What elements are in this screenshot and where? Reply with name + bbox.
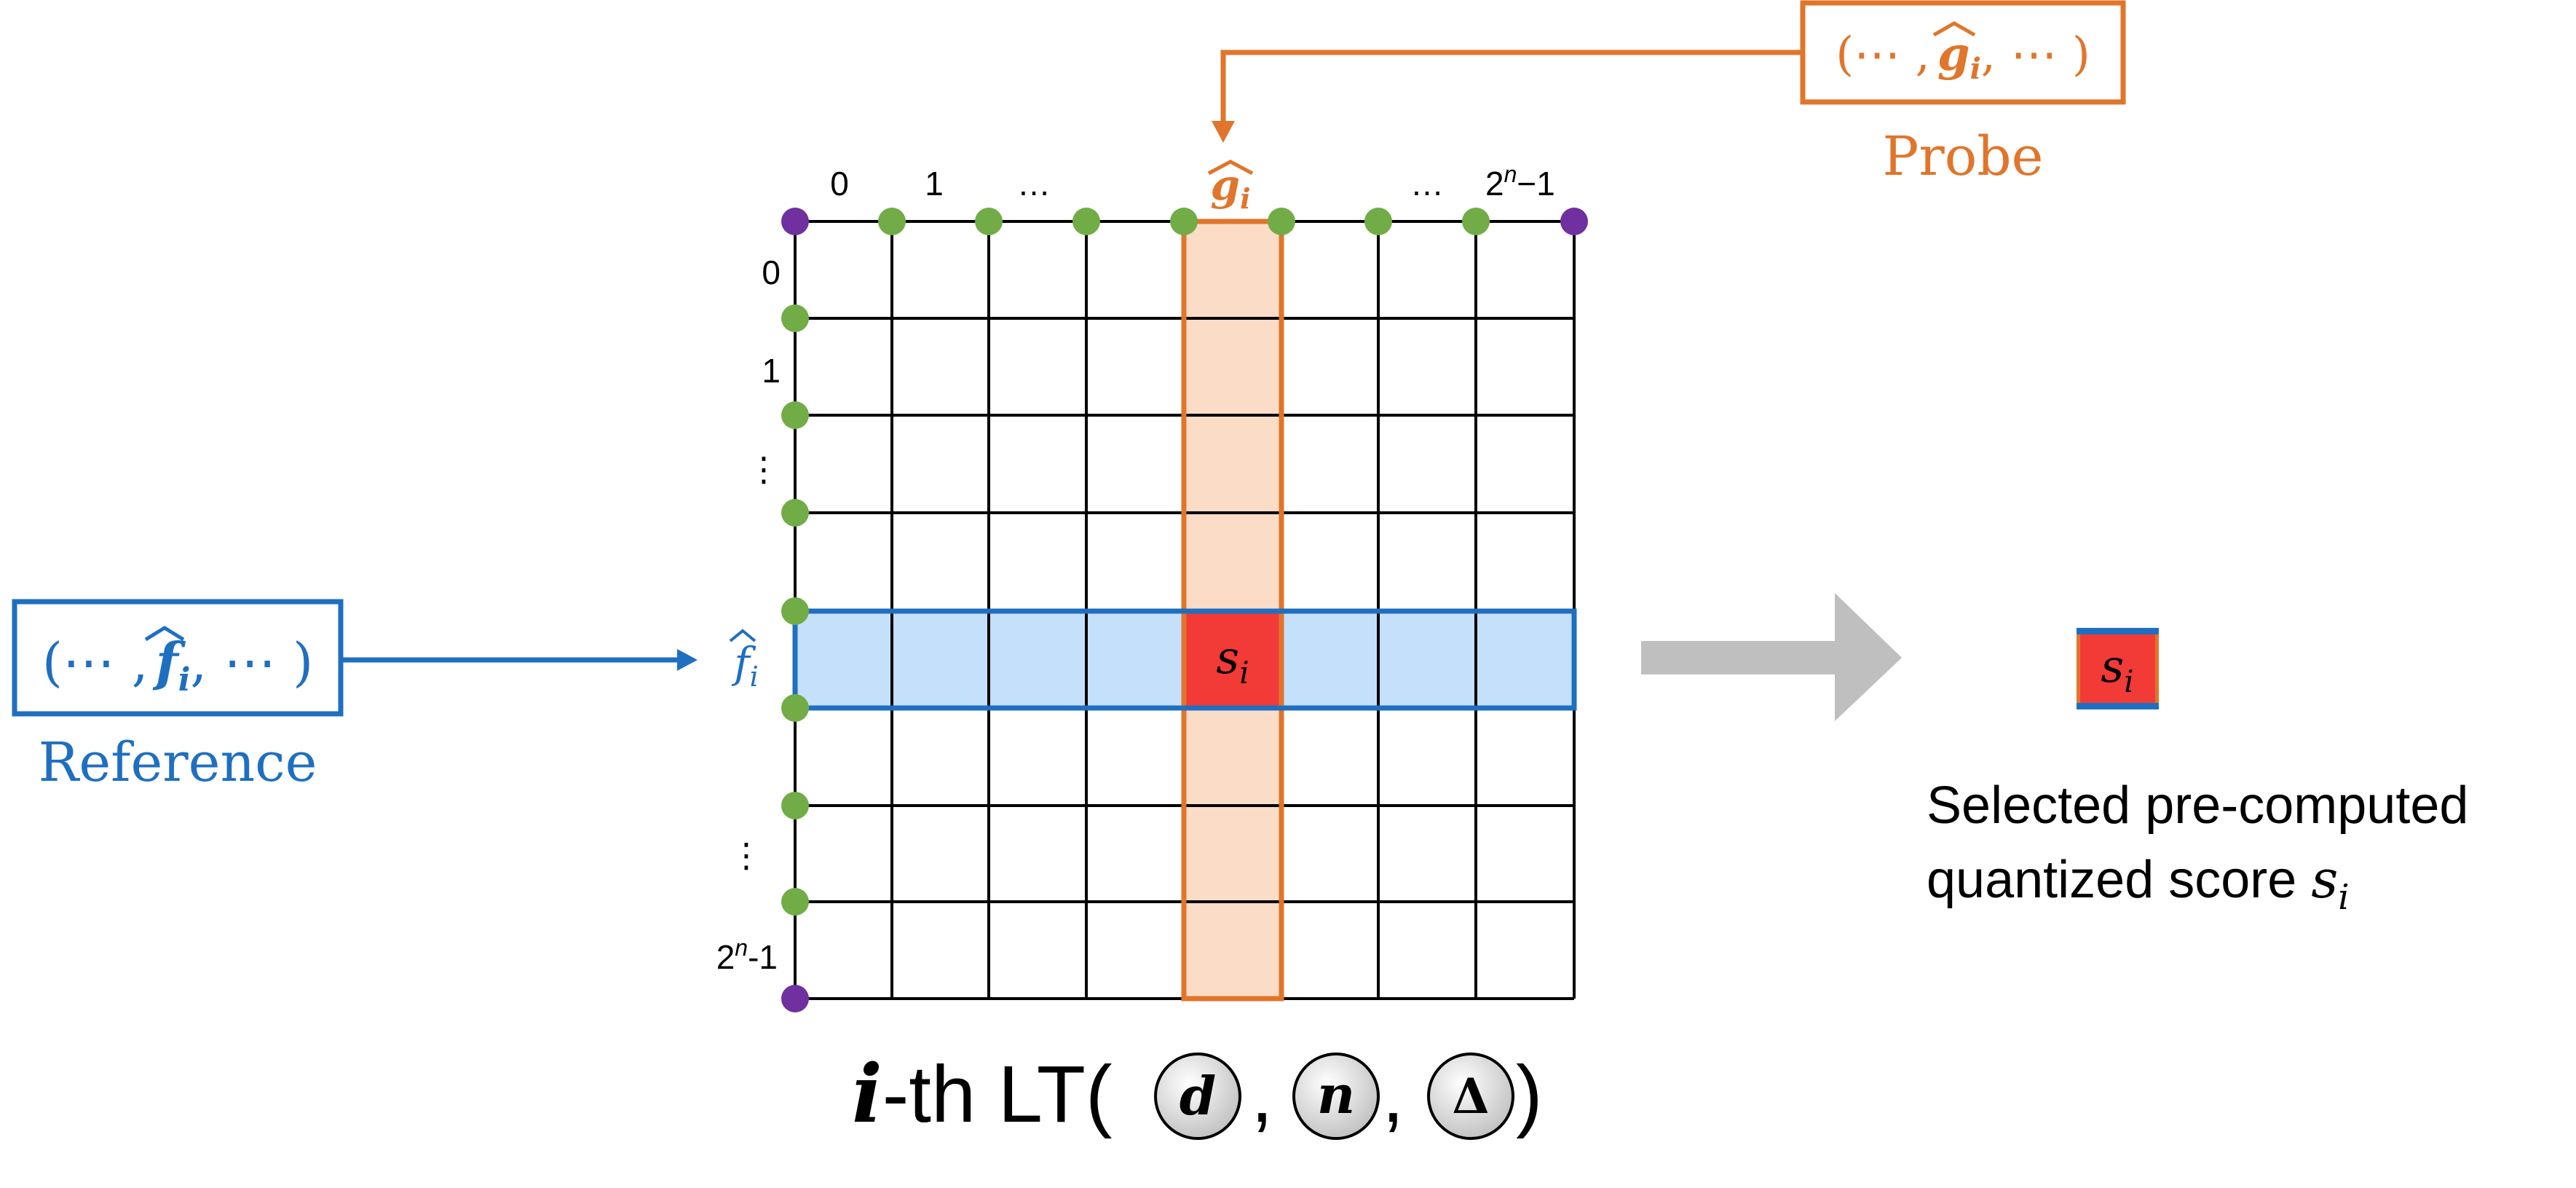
reference-label: Reference [39,731,317,794]
result-caption-line2: quantized score si [1927,849,2350,918]
lt-title-suffix: ) [1516,1050,1543,1139]
grid-node-dots [781,208,1588,1012]
lt-title-prefix: i-th LT( [852,1047,1113,1141]
top-node-dot [1462,208,1490,235]
param-separator: , [1382,1050,1404,1139]
param-circle-d [1154,1053,1241,1140]
selected-cell-label: si [1216,631,1249,691]
row-label: fi [731,638,759,693]
result-cell-left-border [2077,634,2080,703]
top-node-dot [878,208,906,235]
probe-arrowhead [1212,121,1235,143]
probe-tuple: (⋯ ,gi, ⋯ ) [1836,27,2090,86]
top-tick-label: … [1017,165,1051,202]
left-tick-label: ⋮ [747,450,781,488]
result-cell [2077,628,2159,709]
top-node-dot [1268,208,1295,235]
top-tick-label-last: 2n−1 [1485,161,1555,202]
top-node-dot [1364,208,1392,235]
lt-title: i-th LT( d , n , Δ ) [852,1047,1543,1141]
result-arrow [1641,593,1902,721]
probe-tuple-hat [1932,21,1976,37]
param-circle-n [1292,1053,1380,1140]
left-node-dot [781,401,809,429]
reference-tuple: (⋯ ,fi, ⋯ ) [42,631,313,699]
param-d: d [1180,1065,1216,1127]
selected-cell [1184,611,1281,708]
result-cell-label: si [2101,640,2133,699]
top-node-dot [975,208,1003,235]
left-tick-label: 0 [762,253,781,291]
result-cell-bottom-border [2077,703,2159,709]
param-delta: Δ [1452,1068,1489,1125]
corner-dot [781,208,809,235]
top-node-dot [1170,208,1198,235]
column-label-hat [1207,160,1254,176]
left-tick-label-last: 2n-1 [716,935,778,976]
top-tick-label: … [1410,165,1444,202]
reference-box [12,599,344,717]
left-node-dot [781,694,809,722]
reference-arrowhead [677,649,698,671]
corner-dot [1560,208,1588,235]
left-tick-label: 1 [762,352,781,390]
left-tick-labels: 0 1 ⋮ ⋮ 2n-1 [716,253,781,976]
probe-arrow [1220,50,1803,124]
result-cell-top-border [2077,628,2159,634]
left-tick-label: ⋮ [730,836,763,874]
left-node-dot [781,888,809,916]
top-tick-labels: 0 1 … … 2n−1 [830,161,1555,202]
result-cell-right-border [2155,634,2159,703]
param-n: n [1317,1063,1355,1125]
left-node-dot [781,499,809,527]
probe-label: Probe [1883,125,2044,188]
top-tick-label: 0 [830,165,849,202]
param-circle-delta [1427,1053,1514,1140]
reference-tuple-hat [144,626,185,642]
selected-row-outline [792,608,1577,711]
left-node-dot [781,304,809,332]
left-node-dot [781,792,809,819]
column-label: gi [1211,160,1251,215]
row-label-hat [729,629,756,642]
top-tick-label: 1 [925,165,944,202]
corner-dot [781,985,809,1012]
result-caption-line1: Selected pre-computed [1927,776,2468,835]
param-separator: , [1251,1050,1273,1139]
top-node-dot [1072,208,1100,235]
left-node-dot [781,597,809,625]
